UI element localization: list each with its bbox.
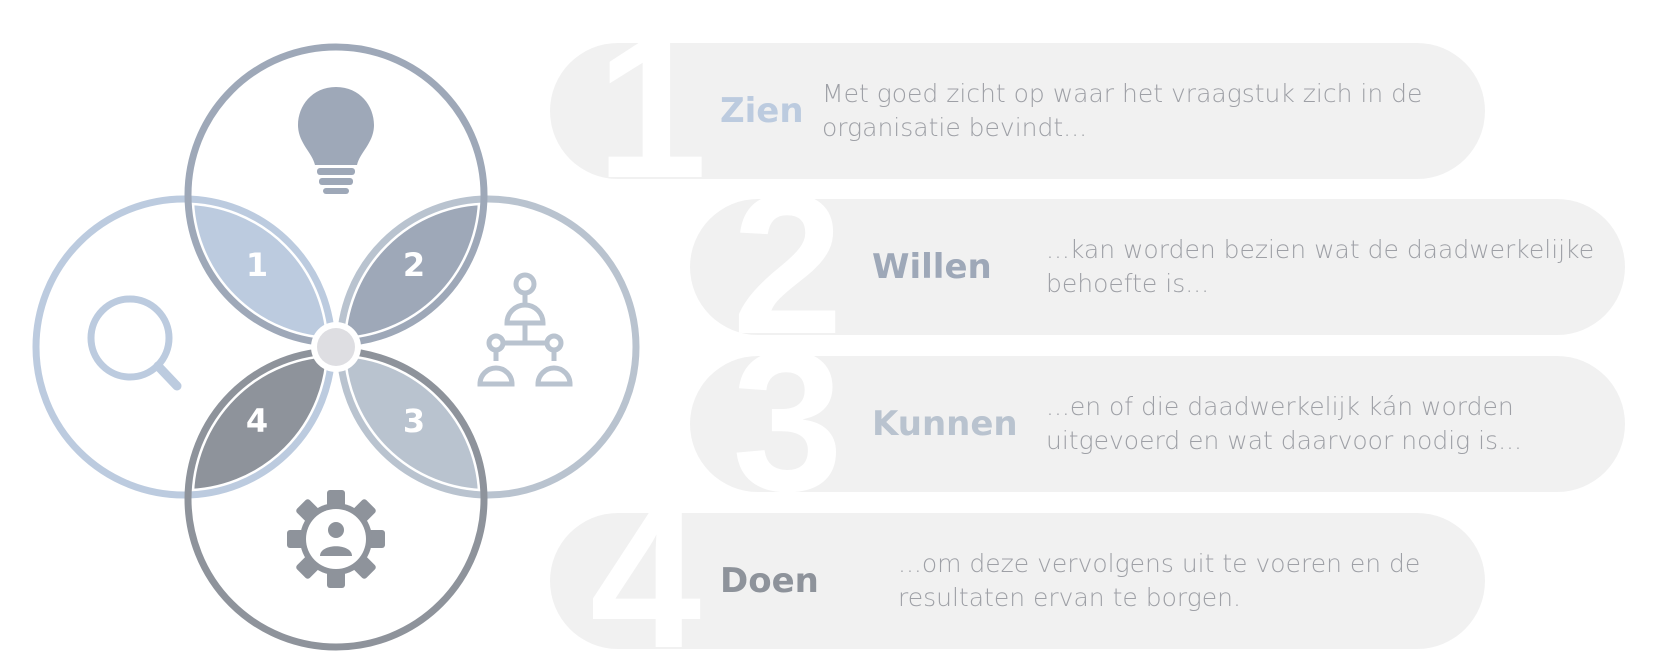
lightbulb-icon (298, 87, 374, 194)
step-4-text-line2: resultaten ervan te borgen. (898, 583, 1241, 612)
ring-left (32, 195, 336, 499)
step-3-number: 3 (732, 356, 844, 492)
step-1-text-line2: organisatie bevindt... (822, 113, 1088, 142)
petal-number-2: 2 (403, 246, 425, 284)
step-2-text-line2: behoefte is... (1046, 269, 1210, 298)
step-3-card: 3 Kunnen ...en of die daadwerkelijk kán … (690, 356, 1625, 492)
step-3-text-line2: uitgevoerd en wat daarvoor nodig is... (1046, 426, 1522, 455)
four-circle-diagram: 1 2 3 4 (30, 41, 642, 653)
step-4-text-line1: ...om deze vervolgens uit te voeren en d… (898, 549, 1421, 578)
step-1-number: 1 (596, 43, 708, 179)
step-4-title: Doen (720, 561, 819, 601)
search-icon (87, 295, 182, 391)
step-2-number: 2 (732, 199, 844, 335)
petal-1 (188, 199, 332, 343)
step-3-text-line1: ...en of die daadwerkelijk kán worden (1046, 392, 1514, 421)
step-1-card: 1 Zien Met goed zicht op waar het vraags… (550, 43, 1485, 179)
petal-3 (340, 351, 484, 495)
petal-number-4: 4 (246, 402, 268, 440)
step-2-text-line1: ...kan worden bezien wat de daadwerkelij… (1046, 235, 1595, 264)
petal-number-1: 1 (246, 246, 268, 284)
petal-number-3: 3 (403, 402, 425, 440)
step-2-title: Willen (872, 247, 992, 287)
step-1-title: Zien (720, 91, 804, 131)
step-4-number: 4 (590, 513, 702, 649)
step-2-card: 2 Willen ...kan worden bezien wat de daa… (690, 199, 1625, 335)
step-1-text-line1: Met goed zicht op waar het vraagstuk zic… (822, 79, 1423, 108)
step-3-title: Kunnen (872, 404, 1018, 444)
gear-user-icon (287, 490, 385, 588)
petal-4 (188, 351, 332, 495)
step-4-card: 4 Doen ...om deze vervolgens uit te voer… (550, 513, 1485, 649)
hierarchy-icon (477, 272, 573, 387)
petal-2 (340, 199, 484, 343)
